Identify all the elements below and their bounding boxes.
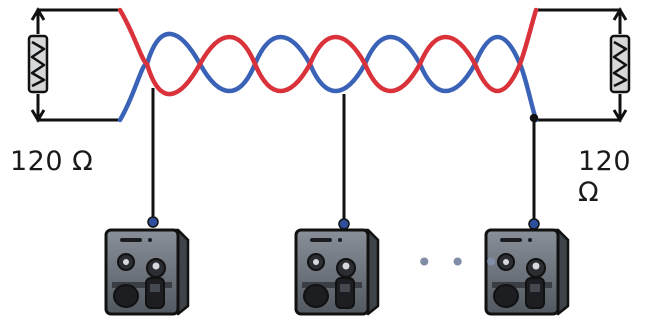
resistor-icon	[609, 34, 631, 94]
twisted-pair-bus	[117, 7, 539, 123]
can-high-wire	[117, 7, 539, 97]
can-node-device-1	[104, 228, 190, 316]
terminator-right	[536, 7, 631, 123]
terminator-left-label: 120 Ω	[10, 146, 94, 177]
terminator-left	[27, 7, 120, 123]
more-nodes-ellipsis: • • •	[416, 246, 504, 279]
node-drop-lines	[151, 88, 536, 224]
terminator-right-label: 120 Ω	[578, 146, 632, 208]
can-low-wire	[117, 31, 539, 123]
node-connection-dots	[147, 113, 540, 230]
resistor-icon	[27, 34, 49, 94]
can-node-device-2	[294, 228, 380, 316]
